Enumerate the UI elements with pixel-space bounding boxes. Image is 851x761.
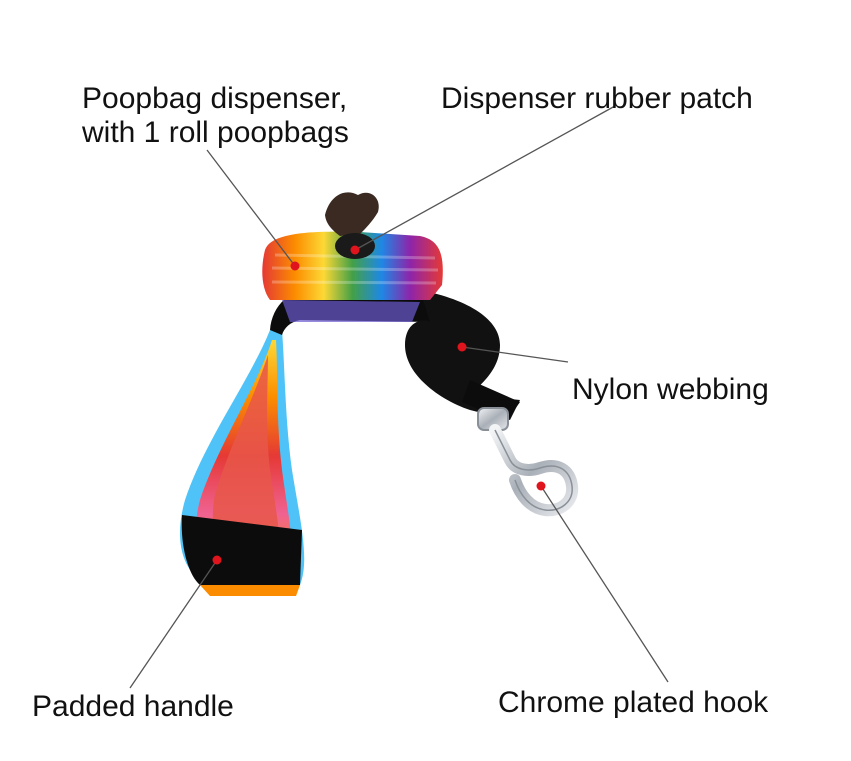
label-poopbag-line1: Poopbag dispenser, — [82, 82, 348, 115]
leader-line-handle — [129, 559, 218, 689]
label-nylon-webbing: Nylon webbing — [572, 373, 769, 406]
label-padded-handle: Padded handle — [32, 690, 234, 723]
leader-lines — [129, 105, 669, 689]
marker-rubber — [350, 245, 360, 255]
padded-handle-part — [180, 330, 305, 596]
leader-line-nylon — [461, 346, 569, 363]
leader-line-rubber — [354, 105, 616, 251]
label-poopbag-line2: with 1 roll poopbags — [82, 116, 349, 149]
marker-nylon — [457, 342, 467, 352]
chrome-hook-part — [477, 407, 579, 517]
label-rubber-patch: Dispenser rubber patch — [441, 82, 753, 115]
marker-handle — [212, 555, 222, 565]
poopbag-dispenser-part — [262, 192, 443, 322]
leader-line-poopbag — [206, 149, 296, 267]
label-chrome-hook: Chrome plated hook — [498, 686, 769, 719]
leader-line-hook — [540, 485, 669, 683]
label-poopbag-dispenser: Poopbag dispenser, with 1 roll poopbags — [82, 82, 349, 150]
marker-poopbag — [290, 261, 300, 271]
markers — [212, 245, 546, 565]
marker-hook — [536, 481, 546, 491]
